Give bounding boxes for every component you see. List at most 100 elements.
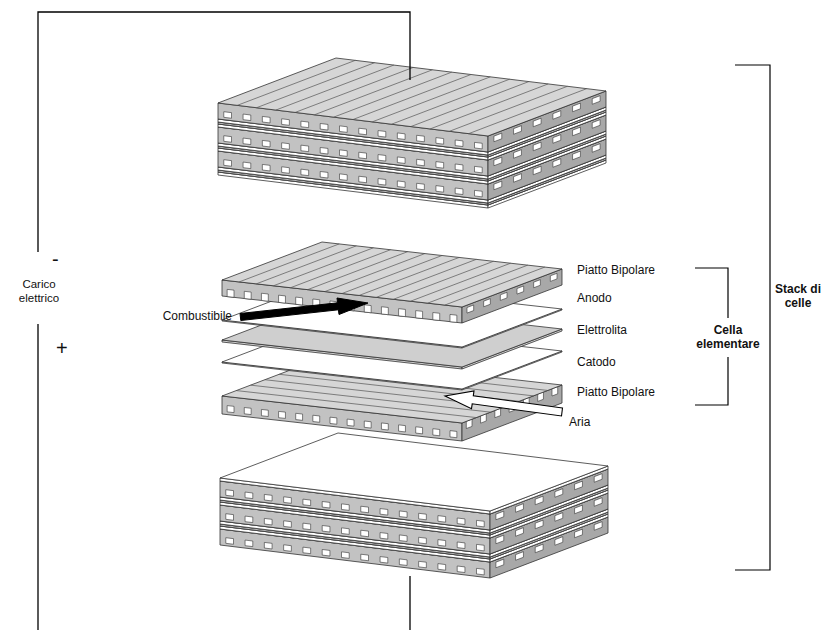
channel-opening bbox=[573, 103, 581, 112]
channel-opening bbox=[436, 162, 444, 169]
channel-opening bbox=[573, 127, 581, 136]
channel-opening bbox=[399, 559, 407, 566]
channel-opening bbox=[284, 545, 292, 552]
channel-opening bbox=[245, 516, 253, 523]
channel-opening bbox=[284, 521, 292, 528]
channel-opening bbox=[245, 540, 253, 547]
channel-opening bbox=[303, 523, 311, 530]
channel-opening bbox=[575, 505, 583, 514]
channel-opening bbox=[494, 157, 502, 166]
channel-opening bbox=[484, 299, 491, 307]
stack-bracket bbox=[735, 65, 770, 570]
channel-opening bbox=[245, 492, 253, 499]
channel-opening bbox=[419, 561, 427, 568]
plate-top-face bbox=[222, 242, 562, 307]
channel-opening bbox=[494, 181, 502, 190]
plate-ridge bbox=[411, 263, 511, 301]
channel-opening bbox=[226, 514, 234, 521]
channel-opening bbox=[397, 133, 405, 140]
channel-opening bbox=[227, 289, 234, 297]
channel-opening bbox=[450, 314, 457, 322]
channel-opening bbox=[594, 498, 602, 507]
channel-opening bbox=[477, 544, 485, 551]
plate-ridge bbox=[314, 70, 432, 115]
channel-opening bbox=[296, 413, 303, 420]
channel-opening bbox=[264, 518, 272, 525]
plate-top-face bbox=[220, 433, 608, 511]
channel-opening bbox=[381, 307, 388, 315]
plate-ridge bbox=[291, 250, 391, 288]
channel-opening bbox=[340, 150, 348, 157]
channel-opening bbox=[320, 123, 328, 130]
plate-ridge bbox=[428, 265, 528, 303]
channel-opening bbox=[514, 150, 522, 159]
channel-opening bbox=[380, 533, 388, 540]
wire bbox=[37, 324, 38, 630]
channel-opening bbox=[555, 513, 563, 522]
channel-opening bbox=[416, 427, 423, 434]
plate-ridge bbox=[256, 246, 356, 284]
channel-opening bbox=[399, 309, 406, 317]
channel-opening bbox=[262, 140, 270, 147]
fuel-arrow bbox=[240, 298, 368, 321]
channel-opening bbox=[573, 151, 581, 160]
channel-opening bbox=[433, 429, 440, 436]
channel-opening bbox=[361, 530, 369, 537]
channel-opening bbox=[553, 111, 561, 120]
channel-opening bbox=[494, 133, 502, 142]
channel-opening bbox=[496, 511, 504, 520]
plate-ridge bbox=[236, 391, 476, 418]
plate-ridge bbox=[342, 256, 442, 294]
channel-opening bbox=[224, 136, 232, 143]
channel-opening bbox=[399, 511, 407, 518]
channel-opening bbox=[224, 112, 232, 119]
plate-ridge bbox=[392, 79, 510, 124]
channel-opening bbox=[378, 179, 386, 186]
plate-ridge bbox=[237, 60, 355, 105]
part-label: Anodo bbox=[577, 291, 612, 305]
channel-opening bbox=[364, 421, 371, 428]
channel-opening bbox=[359, 152, 367, 159]
channel-opening bbox=[455, 164, 463, 171]
channel-opening bbox=[417, 159, 425, 166]
channel-opening bbox=[340, 126, 348, 133]
channel-opening bbox=[516, 504, 524, 513]
channel-opening bbox=[378, 155, 386, 162]
channel-opening bbox=[592, 144, 600, 153]
plate-ridge bbox=[239, 244, 339, 282]
channel-opening bbox=[313, 415, 320, 422]
channel-opening bbox=[340, 174, 348, 181]
channel-opening bbox=[244, 291, 251, 299]
channel-opening bbox=[533, 142, 541, 151]
channel-opening bbox=[322, 549, 330, 556]
plate-ridge bbox=[430, 84, 548, 129]
channel-opening bbox=[397, 157, 405, 164]
channel-opening bbox=[594, 522, 602, 531]
plate-ridge bbox=[469, 89, 587, 134]
part-label: Piatto Bipolare bbox=[577, 263, 655, 277]
channel-opening bbox=[347, 419, 354, 426]
channel-opening bbox=[455, 140, 463, 147]
plate-ridge bbox=[295, 67, 413, 112]
channel-opening bbox=[244, 408, 251, 415]
channel-opening bbox=[243, 114, 251, 121]
channel-opening bbox=[381, 423, 388, 430]
channel-opening bbox=[457, 542, 465, 549]
channel-opening bbox=[380, 557, 388, 564]
channel-opening bbox=[320, 147, 328, 154]
part-label: Piatto Bipolare bbox=[577, 385, 655, 399]
bracket-label: Stack di celle bbox=[774, 282, 822, 311]
channel-opening bbox=[226, 538, 234, 545]
channel-opening bbox=[438, 540, 446, 547]
channel-opening bbox=[380, 509, 388, 516]
plate-ridge bbox=[273, 248, 373, 286]
wire bbox=[409, 576, 410, 630]
channel-opening bbox=[342, 552, 350, 559]
plate-ridge bbox=[376, 259, 476, 297]
air-arrow bbox=[445, 391, 563, 416]
channel-opening bbox=[592, 96, 600, 105]
channel-opening bbox=[261, 293, 268, 301]
channel-opening bbox=[264, 542, 272, 549]
plate-ridge bbox=[411, 82, 529, 127]
